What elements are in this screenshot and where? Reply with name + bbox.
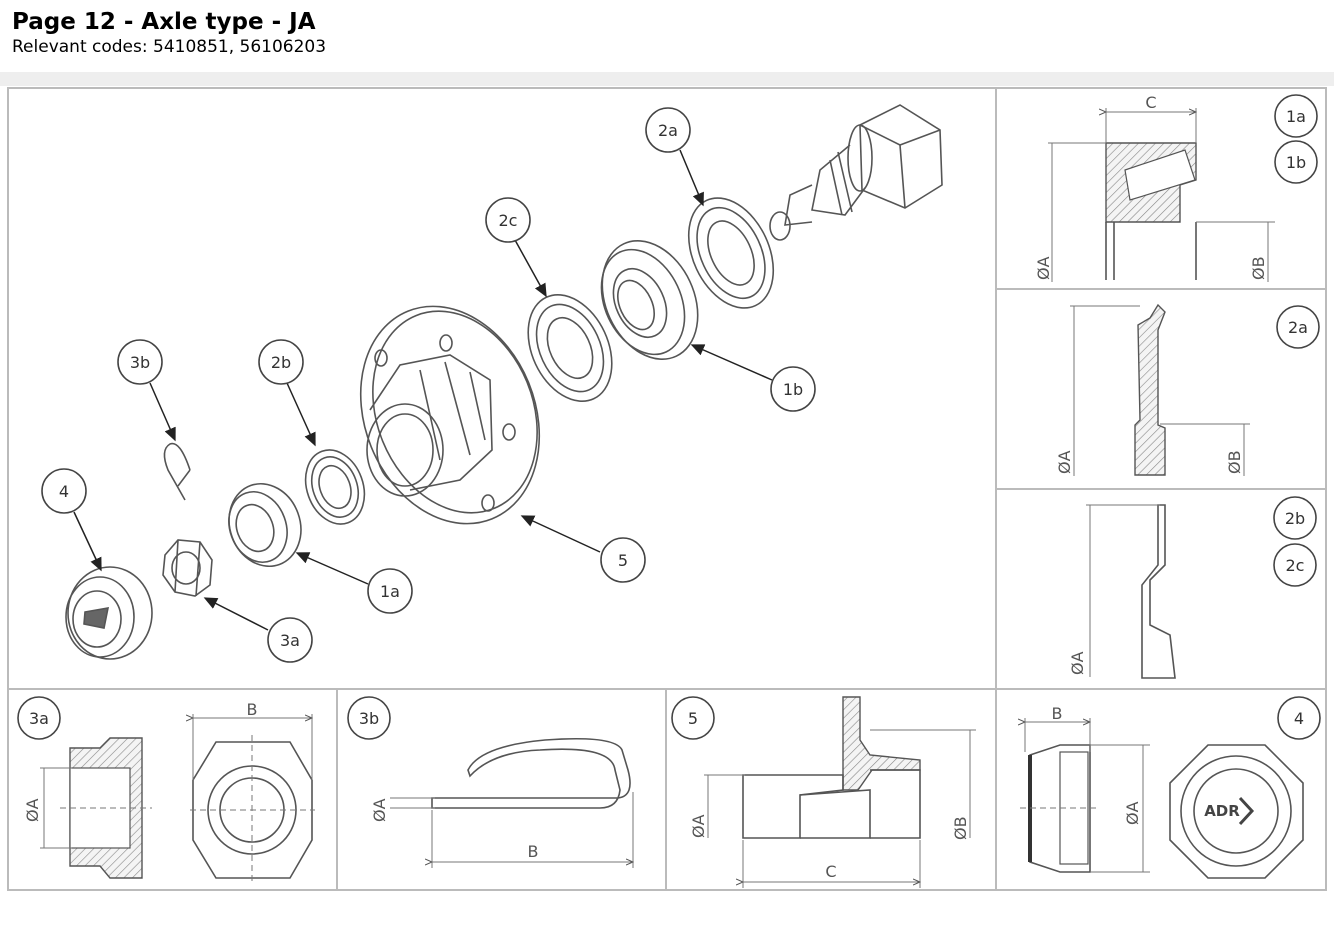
svg-text:2b: 2b bbox=[1285, 509, 1305, 528]
seal-2b-drawing bbox=[304, 449, 366, 525]
seal-2c-drawing bbox=[527, 293, 613, 403]
panel-seal-2a: ØA ØB 2a bbox=[1055, 303, 1320, 476]
castle-nut-drawing bbox=[162, 539, 213, 597]
callout-1a-panel: 1a bbox=[1274, 94, 1318, 138]
panel-bearing-section: C ØA ØB 1a 1b bbox=[1034, 93, 1318, 282]
svg-text:1b: 1b bbox=[783, 380, 803, 399]
callout-2b-panel: 2b bbox=[1273, 496, 1317, 540]
panel-split-pin: ØA B 3b bbox=[347, 696, 633, 868]
dim-b: B bbox=[528, 842, 539, 861]
callout-5: 5 bbox=[600, 537, 646, 583]
svg-text:1a: 1a bbox=[380, 582, 400, 601]
callout-1a: 1a bbox=[367, 568, 413, 614]
callout-2b: 2b bbox=[258, 339, 304, 385]
svg-text:2b: 2b bbox=[271, 353, 291, 372]
dim-oa: ØA bbox=[1055, 450, 1074, 474]
split-pin-drawing bbox=[163, 442, 191, 501]
dim-oa: ØA bbox=[689, 814, 708, 838]
dim-oa: ØA bbox=[1034, 256, 1053, 280]
svg-text:1a: 1a bbox=[1286, 107, 1306, 126]
stub-axle-drawing bbox=[769, 104, 943, 241]
callout-3b-panel: 3b bbox=[347, 696, 391, 740]
callout-3b: 3b bbox=[117, 339, 163, 385]
callout-5-panel: 5 bbox=[671, 696, 715, 740]
panel-hub-cap: B ØA ADR 4 bbox=[1020, 696, 1321, 879]
svg-text:1b: 1b bbox=[1286, 153, 1306, 172]
dim-ob: ØB bbox=[1225, 450, 1244, 474]
callout-4: 4 bbox=[41, 468, 87, 514]
page-header: Page 12 - Axle type - JA Relevant codes:… bbox=[12, 8, 326, 58]
svg-text:2c: 2c bbox=[1286, 556, 1305, 575]
bearing-1a-drawing bbox=[228, 482, 302, 568]
callout-1b-panel: 1b bbox=[1274, 140, 1318, 184]
panel-castle-nut: ØA B 3a bbox=[17, 696, 315, 885]
svg-text:2a: 2a bbox=[658, 121, 678, 140]
seal-2a-drawing bbox=[687, 197, 775, 309]
svg-text:3a: 3a bbox=[29, 709, 49, 728]
separator-band bbox=[0, 72, 1334, 86]
callout-2c-panel: 2c bbox=[1273, 543, 1317, 587]
panel-seal-2b-2c: ØA 2b 2c bbox=[1068, 496, 1317, 679]
dim-ob: ØB bbox=[951, 816, 970, 840]
hub-drawing bbox=[359, 305, 541, 525]
dim-oa: ØA bbox=[23, 798, 42, 822]
dim-b: B bbox=[1052, 704, 1063, 723]
dim-c: C bbox=[825, 862, 836, 881]
svg-text:3b: 3b bbox=[130, 353, 150, 372]
panel-hub-section: ØA ØB C 5 bbox=[671, 696, 976, 888]
callout-3a-panel: 3a bbox=[17, 696, 61, 740]
dim-oa: ØA bbox=[1068, 651, 1087, 675]
svg-text:5: 5 bbox=[618, 551, 628, 570]
adr-logo: ADR bbox=[1204, 802, 1240, 820]
dim-oa: ØA bbox=[1123, 801, 1142, 825]
dim-ob: ØB bbox=[1249, 256, 1268, 280]
svg-text:3a: 3a bbox=[280, 631, 300, 650]
svg-text:2c: 2c bbox=[499, 211, 518, 230]
svg-text:2a: 2a bbox=[1288, 318, 1308, 337]
dim-oa: ØA bbox=[370, 798, 389, 822]
svg-text:5: 5 bbox=[688, 709, 698, 728]
dim-b: B bbox=[247, 700, 258, 719]
callout-2a: 2a bbox=[645, 107, 691, 153]
dim-c: C bbox=[1145, 93, 1156, 112]
svg-text:4: 4 bbox=[1294, 709, 1304, 728]
hub-cap-drawing bbox=[65, 566, 153, 660]
page-title: Page 12 - Axle type - JA bbox=[12, 9, 316, 35]
bearing-1b-drawing bbox=[600, 240, 699, 360]
callout-4-panel: 4 bbox=[1277, 696, 1321, 740]
panel-frames bbox=[7, 87, 1327, 891]
callout-2a-panel: 2a bbox=[1276, 305, 1320, 349]
callout-1b: 1b bbox=[770, 366, 816, 412]
callout-3a: 3a bbox=[267, 617, 313, 663]
exploded-view: 2a 2c 1b 5 2b 3b 1a 3a bbox=[41, 104, 943, 663]
leader-lines bbox=[73, 149, 773, 631]
relevant-codes: Relevant codes: 5410851, 56106203 bbox=[12, 37, 327, 57]
svg-text:4: 4 bbox=[59, 482, 69, 501]
callout-2c: 2c bbox=[485, 197, 531, 243]
svg-text:3b: 3b bbox=[359, 709, 379, 728]
